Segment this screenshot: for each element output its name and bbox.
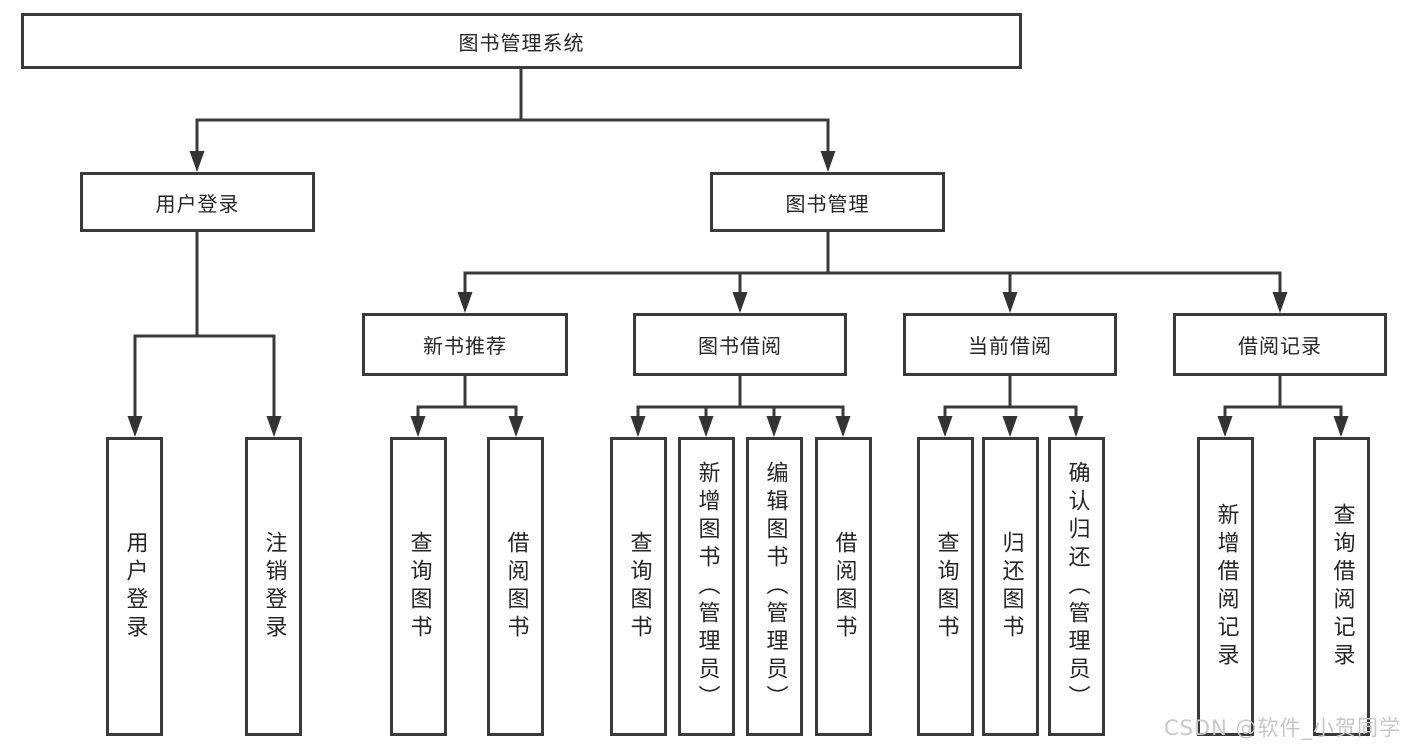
leaf-return-book: 归还图书	[982, 437, 1039, 736]
leaf-add-borrow-record: 新增借阅记录	[1197, 437, 1254, 736]
node-book-management: 图书管理	[710, 172, 945, 232]
node-book-borrowing: 图书借阅	[633, 313, 847, 376]
arrowheads	[127, 151, 1349, 437]
leaf-edit-book-admin: 编辑图书（管理员）	[746, 437, 803, 736]
leaf-user-login: 用户登录	[106, 437, 163, 736]
leaf-add-book-admin: 新增图书（管理员）	[678, 437, 735, 736]
leaf-query-borrow-record: 查询借阅记录	[1313, 437, 1370, 736]
node-current-borrowing: 当前借阅	[903, 313, 1117, 376]
leaf-query-books-borrowing: 查询图书	[610, 437, 667, 736]
leaf-borrow-books-borrowing: 借阅图书	[815, 437, 872, 736]
leaf-logout: 注销登录	[245, 437, 302, 736]
node-new-book-recommendation: 新书推荐	[362, 313, 568, 376]
csdn-watermark: CSDN @软件_小贺同学	[1163, 716, 1401, 740]
node-borrowing-records: 借阅记录	[1173, 313, 1387, 376]
leaf-confirm-return-admin: 确认归还（管理员）	[1048, 437, 1105, 736]
leaf-query-books-current: 查询图书	[917, 437, 974, 736]
node-user-login: 用户登录	[80, 172, 315, 232]
leaf-borrow-books-recommend: 借阅图书	[487, 437, 544, 736]
leaf-query-books-recommend: 查询图书	[390, 437, 447, 736]
node-library-management-system: 图书管理系统	[21, 13, 1022, 69]
tree-edges	[133, 69, 1343, 419]
